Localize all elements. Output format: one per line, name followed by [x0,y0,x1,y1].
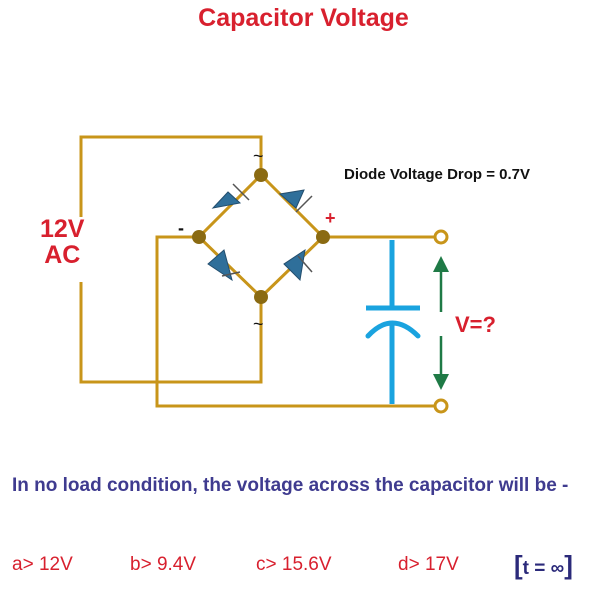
wire-ac-bottom [79,282,263,384]
option-value: 12V [38,554,73,575]
condition-text: t = ∞ [522,558,565,579]
positive-terminal-label: + [325,208,336,228]
wire-negative [155,235,440,408]
diode-bottom-left [207,249,233,282]
option-key: c> [256,554,277,575]
page-title: Capacitor Voltage [198,4,409,32]
ac-terminal-bottom-label: ~ [253,314,264,334]
option-d[interactable]: d> 17V [398,554,459,576]
ac-voltage: 12V [40,215,85,243]
option-value: 9.4V [156,554,197,575]
capacitor-plate-curved [365,320,421,339]
node-left [192,230,206,244]
diode-bottom-right [283,248,306,282]
option-a[interactable]: a> 12V [12,554,73,576]
node-bottom [254,290,268,304]
option-value: 15.6V [281,554,332,575]
voltage-query-label: V=? [455,312,496,337]
option-key: a> [12,554,34,575]
diode-top-left [211,191,242,209]
wire-ac-top [79,135,263,217]
node-top [254,168,268,182]
question-text: In no load condition, the voltage across… [12,475,569,496]
bridge-wires [196,172,326,300]
arrow-down-icon [433,374,449,390]
ac-type: AC [44,241,81,269]
diode-top-right [278,189,305,209]
terminal-positive [433,229,449,245]
time-condition: [t = ∞] [514,550,573,581]
option-key: d> [398,554,420,575]
terminal-negative [433,398,449,414]
node-right [316,230,330,244]
option-b[interactable]: b> 9.4V [130,554,196,576]
negative-terminal-label: - [178,218,184,238]
bracket-close: ] [564,550,573,580]
option-value: 17V [424,554,459,575]
option-c[interactable]: c> 15.6V [256,554,332,576]
bracket-open: [ [514,550,523,580]
ac-source-label: 12V AC [40,216,84,268]
answer-options: a> 12V b> 9.4V c> 15.6V d> 17V [t = ∞] [0,550,607,584]
option-key: b> [130,554,152,575]
diode-drop-label: Diode Voltage Drop = 0.7V [344,166,531,183]
circuit-diagram [79,135,449,414]
arrow-up-icon [433,256,449,272]
ac-terminal-top-label: ~ [253,146,264,166]
